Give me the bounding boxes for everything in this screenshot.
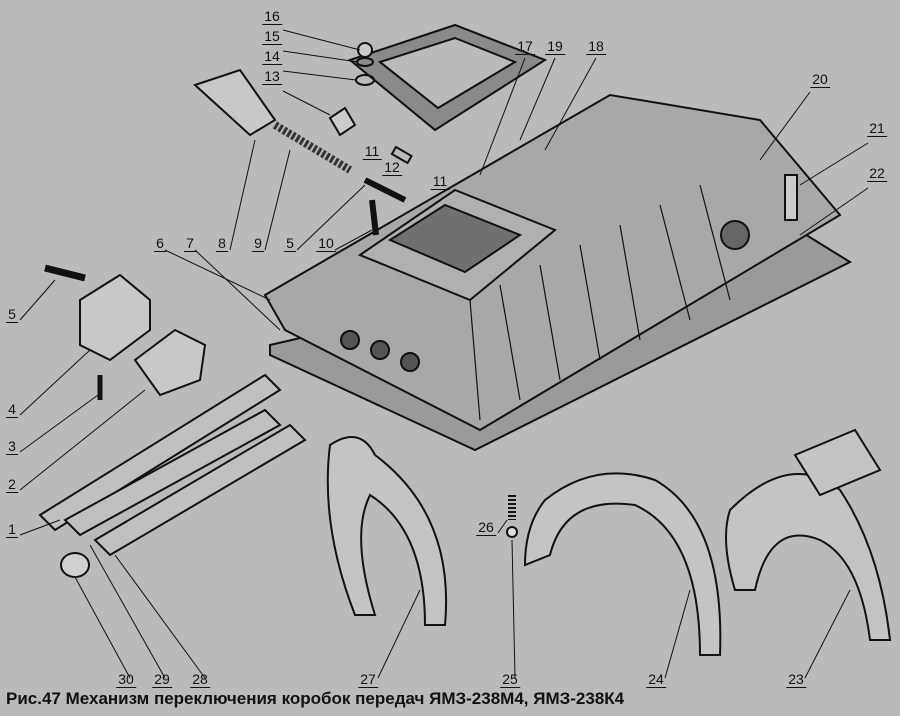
gearbox-cover-housing [263,93,842,432]
callout-4: 4 [6,401,18,418]
callout-22: 22 [867,165,887,182]
shift-lug-2 [133,328,207,397]
shift-fork-27 [326,436,448,626]
callout-18: 18 [586,38,606,55]
callout-17: 17 [515,38,535,55]
callout-12: 12 [382,159,402,176]
callout-9: 9 [252,235,264,252]
callout-29: 29 [152,671,172,688]
shift-fork-23 [725,473,892,641]
bolt-5-upper [363,177,407,203]
callout-5-upper: 5 [284,235,296,252]
callout-6: 6 [154,235,166,252]
callout-8: 8 [216,235,228,252]
spring-part-9 [272,121,353,174]
callout-3: 3 [6,438,18,455]
callout-7: 7 [184,235,196,252]
shift-head-4 [79,273,151,362]
shift-fork-24 [523,472,722,656]
callout-20: 20 [810,71,830,88]
pin-12 [390,145,413,165]
callout-13: 13 [262,68,282,85]
housing-ribs [469,184,731,421]
callout-26: 26 [476,519,496,536]
callout-27: 27 [358,671,378,688]
callout-14: 14 [262,48,282,65]
figure-caption: Рис.47 Механизм переключения коробок пер… [6,689,625,708]
housing-port [340,330,360,350]
bolt-21 [784,174,798,221]
stud-10 [369,199,379,236]
callout-23: 23 [786,671,806,688]
callout-11-left: 11 [362,143,382,160]
callout-5-left: 5 [6,306,18,323]
callout-1: 1 [6,521,18,538]
callout-10: 10 [316,235,336,252]
callout-28: 28 [190,671,210,688]
ball-25 [506,526,518,538]
callout-2: 2 [6,476,18,493]
nut-16 [357,42,373,58]
callout-15: 15 [262,28,282,45]
callout-24: 24 [646,671,666,688]
callout-25: 25 [500,671,520,688]
callout-21: 21 [867,120,887,137]
callout-16: 16 [262,8,282,25]
shift-rods [38,373,307,557]
plug-30 [60,552,90,578]
callout-19: 19 [545,38,565,55]
plug-part-8 [193,68,277,137]
bolt-5-left [44,264,86,282]
bolt-13 [328,106,357,137]
washer-14 [355,74,375,86]
callout-30: 30 [116,671,136,688]
callout-11-right: 11 [430,173,450,190]
